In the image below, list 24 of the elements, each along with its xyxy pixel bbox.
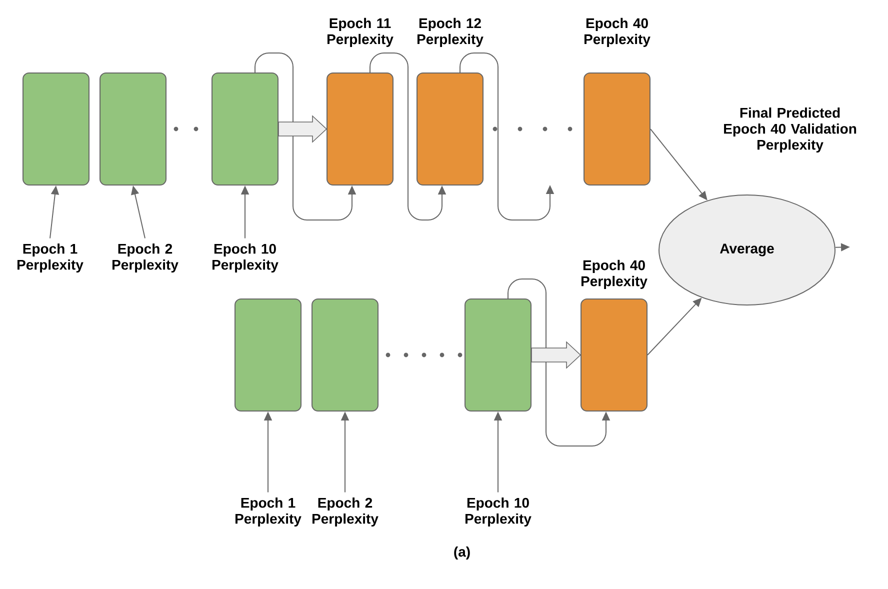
epoch-label: Epoch 1 Perplexity: [235, 497, 302, 527]
epoch-label: Epoch 2 Perplexity: [312, 497, 378, 527]
process-box: [464, 298, 532, 412]
labeled-box: Epoch 40 Perplexity: [580, 260, 648, 412]
node-label: Epoch 12 Perplexity: [417, 18, 484, 47]
node-label: Epoch 11 Perplexity: [327, 18, 394, 47]
node-label: Epoch 40 Perplexity: [584, 18, 650, 47]
labeled-box: Epoch 12 Perplexity: [416, 18, 484, 186]
output-label: Final Predicted Epoch 40 Validation Perplexity: [724, 107, 856, 153]
process-box: [234, 298, 302, 412]
labeled-box: Epoch 40 Perplexity: [584, 18, 650, 186]
epoch-label: Epoch 10 Perplexity: [465, 497, 532, 527]
process-box: [22, 72, 90, 186]
process-box: [212, 72, 278, 186]
epoch-label: Epoch 1 Perplexity: [17, 243, 84, 273]
caption: (a): [454, 546, 470, 560]
process-box: [100, 72, 166, 186]
block-arrow: [278, 115, 328, 143]
epoch-label: Epoch 2 Perplexity: [112, 243, 178, 273]
block-arrow: [531, 341, 582, 369]
process-box: [312, 298, 378, 412]
epoch-label: Epoch 10 Perplexity: [212, 243, 278, 273]
labeled-box: Epoch 11 Perplexity: [326, 18, 394, 186]
node-label: Epoch 40 Perplexity: [581, 260, 648, 289]
